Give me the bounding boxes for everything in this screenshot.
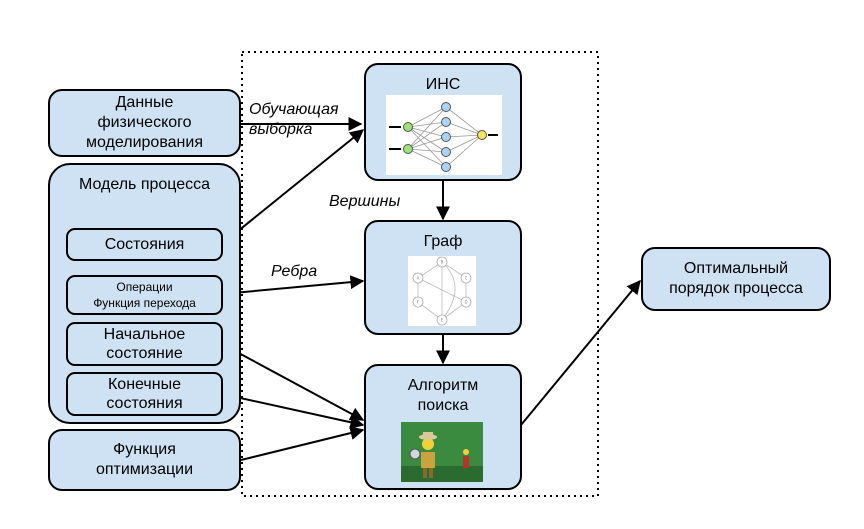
system-boundary: [241, 51, 599, 497]
arrow-final-to-search: [221, 393, 365, 430]
states-node: Состояния: [66, 228, 223, 261]
arrow-states-to-ann: [221, 129, 365, 245]
physics-data-node: Данные физического моделирования: [48, 89, 241, 157]
arrow-initial-to-search: [221, 343, 365, 421]
ann-label: ИНС: [425, 76, 461, 93]
physics-data-label: Данные физического моделирования: [86, 94, 203, 151]
graph-vertex-f: F: [417, 300, 420, 305]
explorer-figure-icon: [401, 422, 483, 482]
initial-state-label: Начальное состояние: [103, 326, 186, 362]
arrow-operations-to-graph: [221, 275, 365, 295]
final-states-node: Конечные состояния: [66, 372, 223, 416]
operations-node: Операции Функция перехода: [66, 275, 223, 315]
graph-vertex-b: B: [441, 260, 444, 265]
operations-label: Операции Функция перехода: [93, 280, 196, 310]
initial-state-node: Начальное состояние: [66, 322, 223, 366]
training-sample-label: Обучающая выборка: [249, 101, 339, 138]
search-image: [401, 422, 483, 482]
optimal-order-node: Оптимальный порядок процесса: [641, 247, 831, 311]
optimization-function-label: Функция оптимизации: [95, 441, 194, 478]
final-states-label: Конечные состояния: [106, 376, 183, 412]
neural-network-image: [386, 95, 502, 175]
search-algorithm-label: Алгоритм поиска: [407, 377, 479, 414]
edges-label: Ребра: [271, 263, 318, 280]
graph-vertex-e: E: [441, 318, 444, 323]
arrow-optimization-to-search: [240, 426, 365, 461]
graph-vertex-a: A: [417, 276, 420, 281]
optimal-order-label: Оптимальный порядок процесса: [669, 260, 803, 297]
neural-network-icon: [389, 102, 498, 172]
states-label: Состояния: [104, 236, 185, 253]
process-model-label: Модель процесса: [78, 176, 211, 193]
graph-icon: B C D E F A: [412, 256, 472, 326]
optimization-function-node: Функция оптимизации: [48, 429, 241, 491]
graph-vertex-d: D: [464, 300, 467, 305]
graph-label: Граф: [423, 233, 463, 250]
vertices-label: Вершины: [329, 193, 401, 210]
arrow-search-to-result: [520, 279, 641, 426]
graph-image: B C D E F A: [408, 256, 476, 326]
graph-vertex-c: C: [465, 276, 468, 281]
